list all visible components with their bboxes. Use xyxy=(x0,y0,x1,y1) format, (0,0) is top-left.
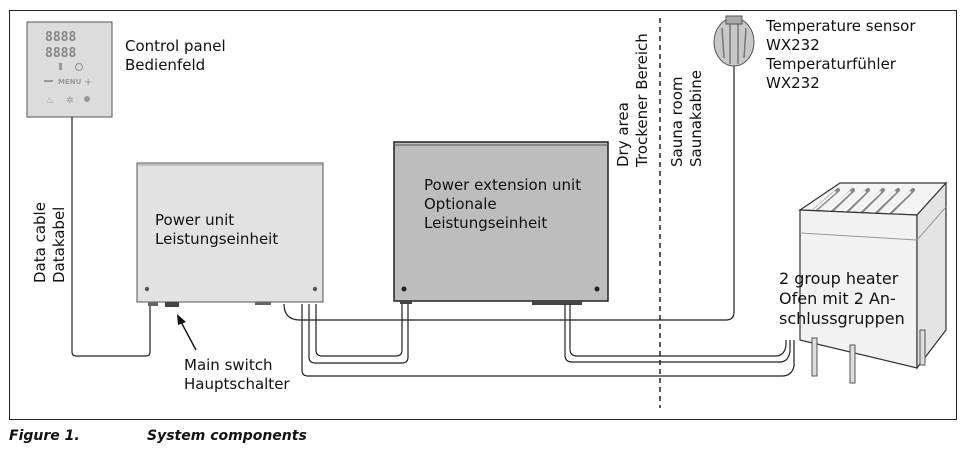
power-extension-unit xyxy=(393,141,609,305)
link-cable-line xyxy=(308,304,409,364)
extension-unit-label: Power extension unit Optionale Leistungs… xyxy=(424,176,582,232)
control-panel: 8888 8888 MENU + ♨ ✲ xyxy=(26,21,113,118)
data-cable-label: Data cable Datakabel xyxy=(31,202,68,283)
panel-digits-top: 8888 xyxy=(45,30,76,45)
extension-cable-inner xyxy=(569,304,787,357)
power-unit-label: Power unit Leistungseinheit xyxy=(155,211,279,248)
extension-cable-line xyxy=(564,304,791,363)
panel-fan-icon: ✲ xyxy=(66,96,74,106)
figure-title: System components xyxy=(147,428,307,444)
temperature-sensor-icon xyxy=(713,15,755,67)
main-switch-label: Main switch Hauptschalter xyxy=(184,356,290,393)
temperature-sensor-label: Temperature sensor WX232 Temperaturfühle… xyxy=(766,17,916,92)
main-switch-arrow xyxy=(177,314,197,351)
figure-frame xyxy=(9,10,957,420)
heater-label: 2 group heater Ofen mit 2 An- schlussgru… xyxy=(779,269,905,328)
sensor-cable-line xyxy=(283,60,735,321)
dry-area-label: Dry area Trockener Bereich xyxy=(614,33,651,167)
control-panel-label: Control panel Bedienfeld xyxy=(125,37,226,74)
panel-clock-icon xyxy=(74,62,84,72)
sauna-heater-icon xyxy=(798,181,948,384)
power-cable-outer xyxy=(301,304,795,377)
figure-number: Figure 1. xyxy=(9,428,80,444)
main-switch-icon xyxy=(165,302,179,307)
panel-indicator-icon xyxy=(59,63,62,70)
link-cable-inner xyxy=(315,304,403,357)
panel-light-icon xyxy=(84,96,90,102)
data-cable-line xyxy=(71,117,151,357)
panel-digits-bottom: 8888 xyxy=(45,46,76,61)
sauna-room-label: Sauna room Saunakabine xyxy=(668,70,705,167)
panel-menu-label: MENU xyxy=(58,78,82,86)
power-unit xyxy=(136,162,324,307)
panel-plus-icon: + xyxy=(84,77,92,88)
panel-sauna-icon: ♨ xyxy=(46,96,54,106)
